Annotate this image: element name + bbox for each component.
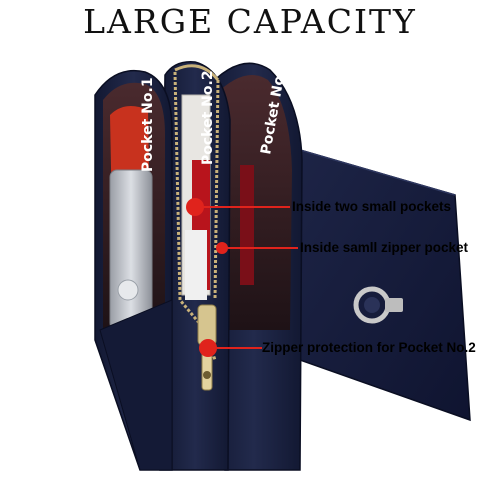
clutch-flap bbox=[299, 149, 471, 422]
pocket-2 bbox=[159, 61, 231, 471]
headline: LARGE CAPACITY bbox=[83, 2, 417, 41]
pocket-1 bbox=[94, 70, 173, 471]
callout-inside-small-pockets: Inside two small pockets bbox=[292, 199, 452, 214]
callout-dot-1 bbox=[186, 198, 204, 216]
callout-dot-3 bbox=[199, 339, 217, 357]
callout-dot-2 bbox=[216, 242, 228, 254]
pocket-2-label: Pocket No.2 bbox=[200, 70, 216, 165]
pocket-1-label: Pocket No.1 bbox=[140, 77, 156, 172]
clasp-icon bbox=[353, 286, 403, 324]
callout-inside-zipper-pocket: Inside samll zipper pocket bbox=[300, 240, 469, 255]
callout-markers bbox=[186, 198, 298, 357]
callout-zipper-protection: Zipper protection for Pocket No.2 bbox=[262, 340, 476, 355]
